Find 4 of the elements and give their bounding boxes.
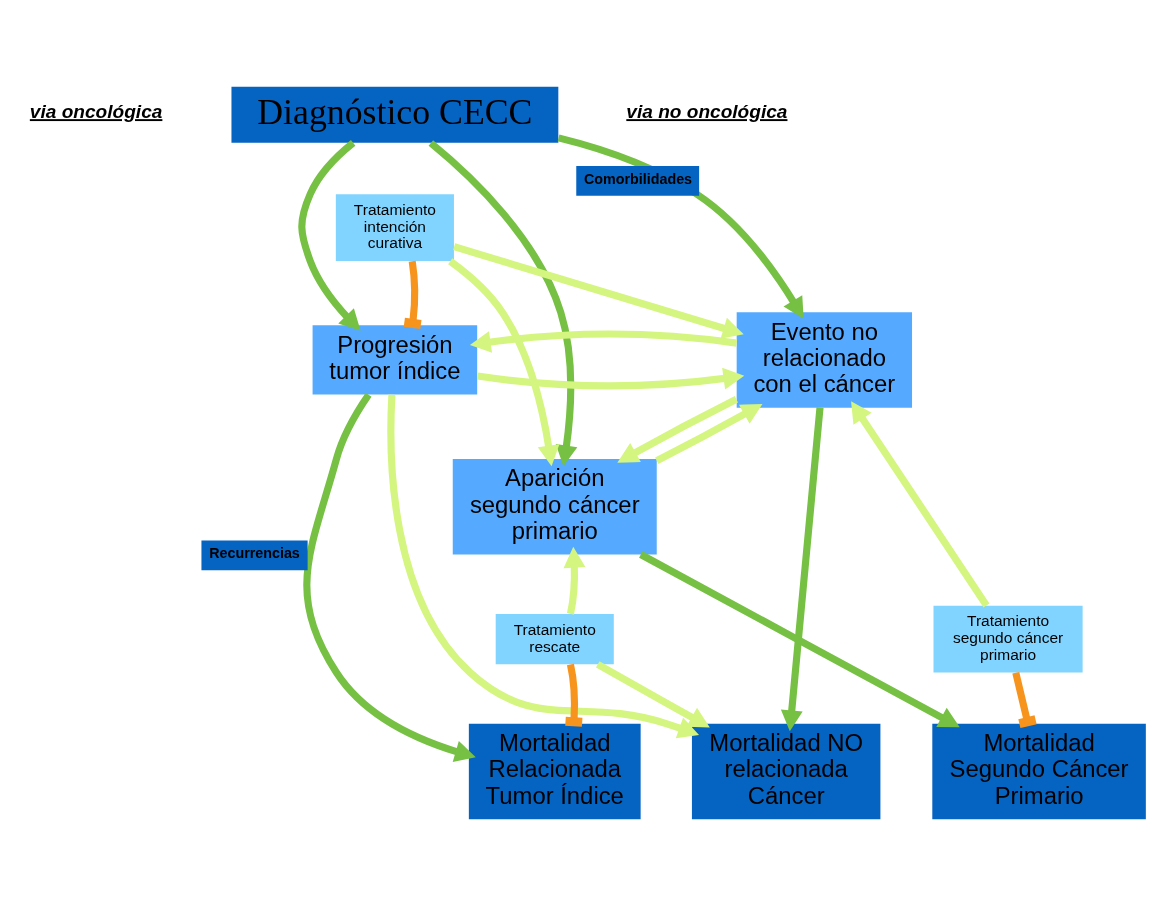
edge-label: Recurrencias	[209, 545, 300, 562]
label: via oncológica	[29, 101, 163, 123]
label: via no oncológica	[626, 101, 788, 123]
edge-label: Comorbilidades	[584, 170, 693, 187]
